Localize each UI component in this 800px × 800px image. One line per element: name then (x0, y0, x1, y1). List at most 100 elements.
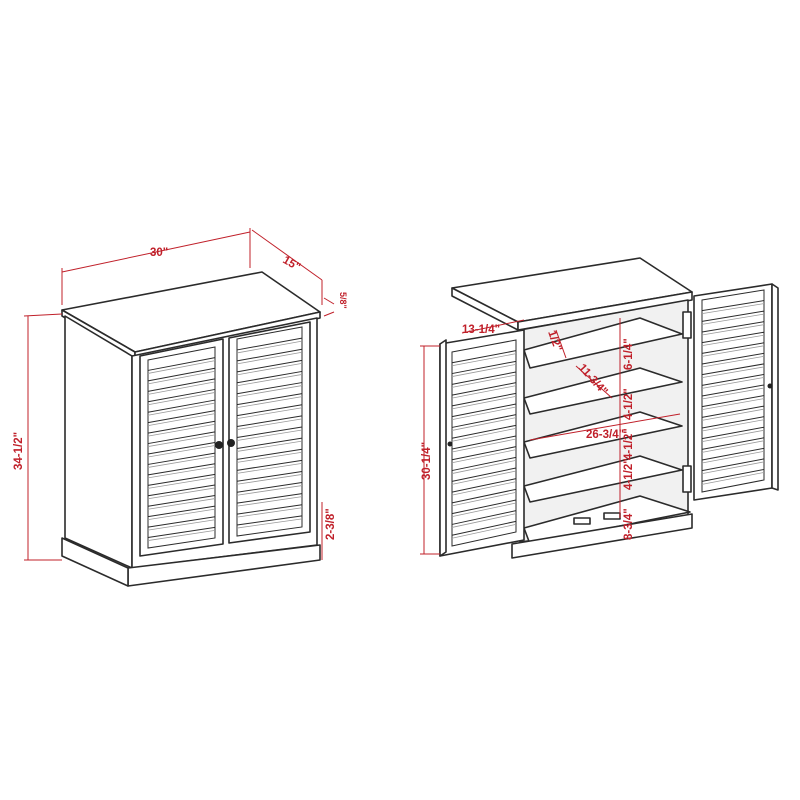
louver-slat (701, 352, 765, 365)
open-left-door-edge (439, 339, 447, 557)
louver-slat-shadow (147, 508, 216, 521)
louver-slat-shadow (147, 476, 216, 489)
louver-slat-shadow (147, 498, 216, 510)
shelf-depth-line (575, 365, 613, 399)
floor-slot-left (573, 517, 591, 525)
shelf-2 (523, 367, 683, 415)
louver-slat (451, 414, 517, 428)
louver-slat-shadow (451, 449, 517, 464)
closed-cabinet (61, 271, 321, 587)
louver-slat (236, 448, 303, 460)
louver-slat (147, 357, 216, 371)
closed-right-louvers (236, 337, 303, 529)
base-label: 2-3/8" (325, 508, 337, 540)
closed-side-panel (64, 315, 133, 569)
inner-width-label: 26-3/4" (586, 429, 624, 441)
height-ext-top (23, 313, 63, 317)
louver-slat-shadow (236, 507, 303, 518)
louver-slat-shadow (701, 377, 765, 389)
shelf-3 (523, 411, 683, 459)
louver-slat (147, 367, 216, 382)
louver-slat (147, 495, 216, 507)
open-right-louvers (701, 300, 765, 485)
louver-slat (236, 504, 303, 515)
open-right-door-edge (771, 283, 779, 491)
louver-slat (147, 388, 216, 403)
louver-slat-shadow (451, 459, 517, 474)
louver-slat-shadow (701, 366, 765, 379)
louver-slat (701, 426, 765, 440)
louver-slat-shadow (236, 340, 303, 354)
louver-slat-shadow (701, 461, 765, 475)
top-thickness-label: 5/8" (338, 292, 348, 309)
louver-slat-shadow (236, 474, 303, 485)
louver-slat (236, 470, 303, 482)
louver-slat-shadow (147, 381, 216, 395)
louver-slat-shadow (147, 360, 216, 374)
louver-slat (236, 515, 303, 526)
louver-slat (236, 482, 303, 493)
louver-slat-shadow (451, 491, 517, 507)
louver-slat-shadow (451, 523, 517, 539)
louver-slat-shadow (701, 355, 765, 368)
louver-slat-shadow (701, 313, 765, 325)
left-door-knob (215, 441, 223, 449)
louver-slat (236, 337, 303, 351)
hinge-bottom (682, 465, 692, 493)
right-door-knob (227, 439, 235, 447)
louver-slat (701, 447, 765, 461)
louver-slat-shadow (147, 445, 216, 458)
louver-slat-shadow (701, 334, 765, 347)
louver-slat (451, 510, 517, 525)
louver-slat (451, 435, 517, 450)
louver-slat-shadow (451, 406, 517, 421)
louver-slat-shadow (451, 395, 517, 410)
top-thickness-tick-a (323, 297, 335, 305)
louver-slat (147, 484, 216, 497)
louver-slat (451, 446, 517, 461)
louver-slat (147, 516, 216, 528)
louver-slat (701, 342, 765, 354)
closed-dimensions: 30" 15" 5/8" 34-1/2" 2-3/8" (13, 228, 348, 561)
louver-slat (451, 403, 517, 418)
louver-slat (147, 452, 216, 465)
louver-slat (701, 416, 765, 429)
louver-slat (451, 360, 517, 375)
louver-slat (451, 499, 517, 515)
louver-slat-shadow (451, 513, 517, 528)
louver-slat-shadow (701, 324, 765, 336)
louver-slat-shadow (451, 481, 517, 496)
louver-slat (701, 405, 765, 418)
louver-slat-shadow (451, 502, 517, 518)
louver-slat-shadow (236, 374, 303, 387)
louver-slat (147, 473, 216, 486)
louver-slat-shadow (451, 363, 517, 377)
louver-slat (147, 420, 216, 434)
louver-slat-shadow (147, 466, 216, 479)
open-left-knob (447, 441, 453, 447)
gap-bottom-label: 8-3/4" (623, 508, 635, 540)
shelf-thickness-line (555, 329, 567, 359)
bottom-floor (523, 495, 691, 545)
louver-slat-shadow (236, 440, 303, 452)
louver-slat (147, 505, 216, 518)
door-width-dim-line (461, 319, 525, 334)
shelf-1 (523, 317, 683, 369)
louver-slat (701, 458, 765, 472)
open-left-louvers (451, 350, 517, 539)
top-thickness-tick-b (323, 311, 335, 317)
louver-slat (147, 526, 216, 539)
louver-slat (701, 331, 765, 344)
louver-slat-shadow (701, 345, 765, 357)
depth-label: 15" (281, 254, 303, 274)
louver-slat-shadow (236, 385, 303, 398)
louver-slat (236, 370, 303, 384)
louver-slat (236, 493, 303, 504)
louver-slat-shadow (236, 485, 303, 496)
louver-slat-shadow (451, 374, 517, 388)
louver-slat-shadow (236, 451, 303, 463)
closed-base-side (61, 537, 129, 587)
louver-slat (451, 456, 517, 472)
